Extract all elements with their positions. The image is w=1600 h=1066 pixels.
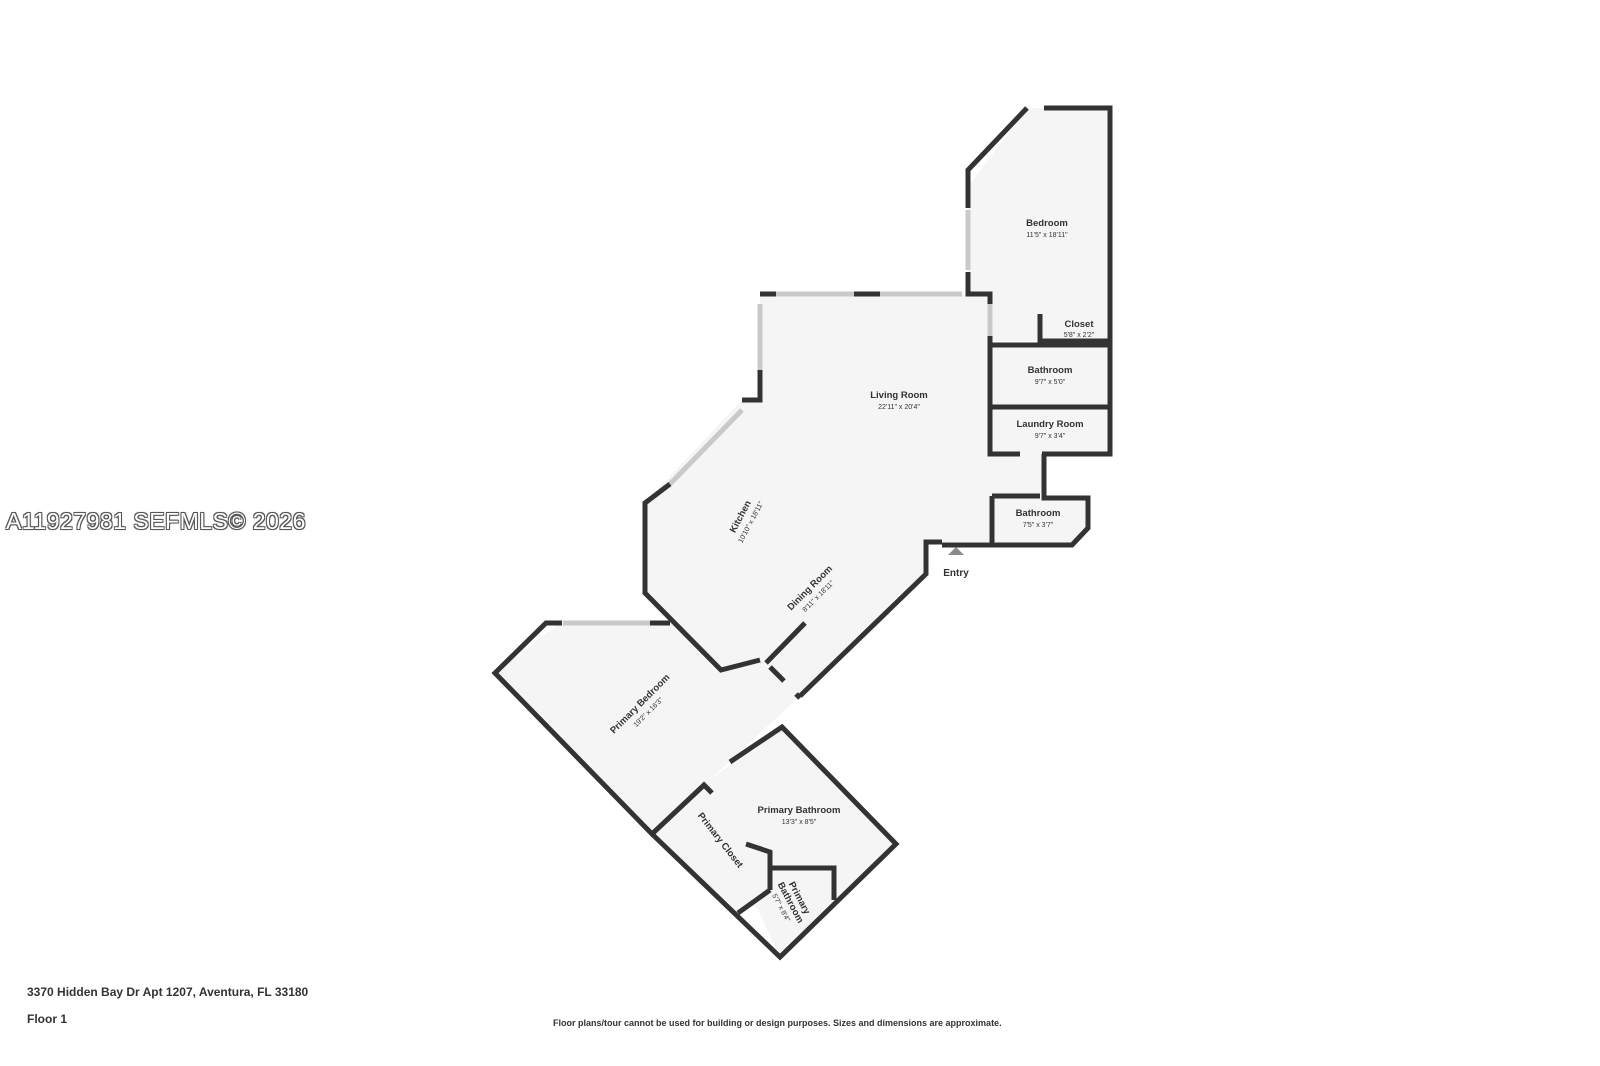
bathroom-upper-area [990,345,1110,405]
bathroom-lower-area [994,496,1088,545]
room-dims-bedroom: 11'5" x 18'11" [1026,232,1068,239]
room-label-closet: Closet [1064,319,1094,330]
entry-label: Entry [943,568,969,579]
mls-watermark: A11927981 SEFMLS© 2026 [6,508,306,534]
bedroom-area [968,108,1110,341]
room-fills [495,108,1110,957]
primary-bedroom-area [495,623,800,834]
primary-closet-area [652,785,770,913]
floor-label: Floor 1 [27,1012,68,1026]
room-dims-laundry: 9'7" x 3'4" [1035,433,1066,440]
room-label-laundry: Laundry Room [1016,419,1083,430]
room-dims-primary-bathroom: 13'3" x 8'5" [782,819,817,826]
room-dims-living: 22'11" x 20'4" [878,404,920,411]
room-dims-closet: 5'8" x 2'2" [1064,332,1095,339]
entry-arrow-icon [948,547,964,555]
property-address: 3370 Hidden Bay Dr Apt 1207, Aventura, F… [27,985,309,999]
room-label-living: Living Room [870,390,928,401]
room-label-bathroom-lower: Bathroom [1016,508,1061,519]
walls [491,105,1113,961]
room-dims-bathroom-upper: 9'7" x 5'0" [1035,379,1066,386]
room-dims-bathroom-lower: 7'5" x 3'7" [1023,522,1054,529]
room-label-primary-bathroom: Primary Bathroom [758,805,841,816]
disclaimer-text: Floor plans/tour cannot be used for buil… [553,1018,1002,1028]
room-label-bedroom: Bedroom [1026,218,1068,229]
room-label-bathroom-upper: Bathroom [1028,365,1073,376]
laundry-area [990,409,1110,454]
living-kitchen-dining-area [645,294,1044,696]
primary-bathroom-area [700,727,896,957]
